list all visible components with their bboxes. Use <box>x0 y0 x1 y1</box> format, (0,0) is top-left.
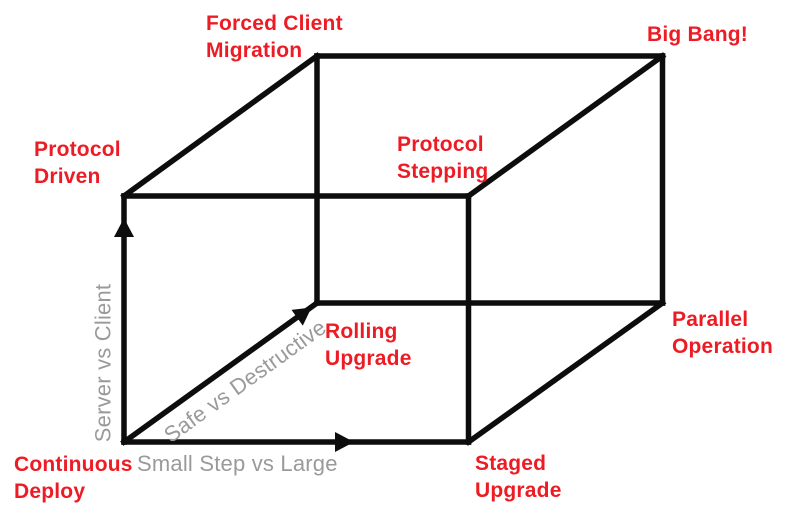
label-protocol-stepping: Protocol Stepping <box>397 133 489 183</box>
label-big-bang: Big Bang! <box>647 23 748 46</box>
label-parallel-operation: Parallel Operation <box>672 308 773 358</box>
cube-edge-top-right-connector <box>464 52 667 200</box>
depth-axis-arrowhead <box>291 307 312 326</box>
horizontal-axis-arrowhead <box>335 432 354 452</box>
cube-edge-bottom-right-connector <box>464 299 667 446</box>
label-staged-upgrade: Staged Upgrade <box>475 452 562 502</box>
label-forced-client-migration: Forced Client Migration <box>206 12 343 62</box>
label-rolling-upgrade: Rolling Upgrade <box>325 320 412 370</box>
horizontal-axis-label-small-step-vs-large: Small Step vs Large <box>137 451 338 476</box>
label-protocol-driven: Protocol Driven <box>34 138 121 188</box>
cube-edge-top-left-connector <box>120 52 321 200</box>
label-continuous-deploy: Continuous Deploy <box>14 453 133 503</box>
vertical-axis-arrowhead <box>114 218 134 237</box>
depth-axis-line <box>120 299 321 446</box>
vertical-axis-label-server-vs-client: Server vs Client <box>90 283 116 443</box>
